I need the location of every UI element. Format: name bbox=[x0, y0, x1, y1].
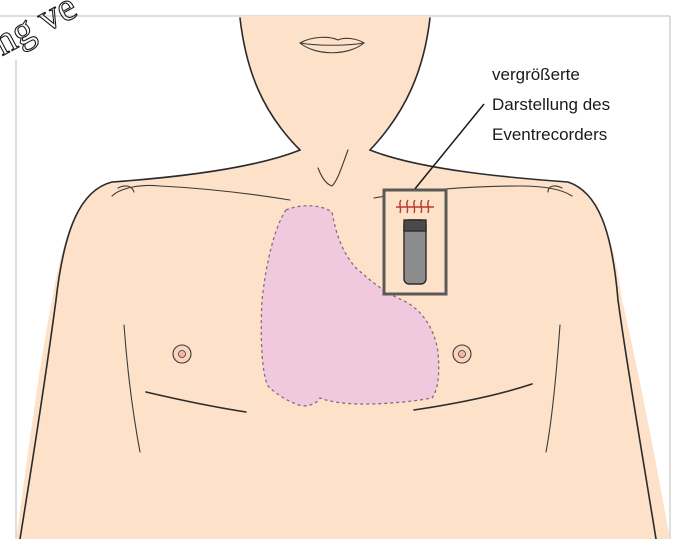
callout-line-2: Darstellung des bbox=[492, 95, 610, 114]
right-nipple bbox=[453, 345, 471, 363]
callout-line-1: vergrößerte bbox=[492, 65, 580, 84]
event-recorder-inset bbox=[384, 190, 446, 294]
left-nipple bbox=[173, 345, 191, 363]
callout-line-3: Eventrecorders bbox=[492, 125, 607, 144]
watermark: ng ve bbox=[0, 0, 84, 64]
event-recorder-device-icon bbox=[404, 220, 426, 284]
callout-label: vergrößerte Darstellung des Eventrecorde… bbox=[492, 65, 615, 144]
